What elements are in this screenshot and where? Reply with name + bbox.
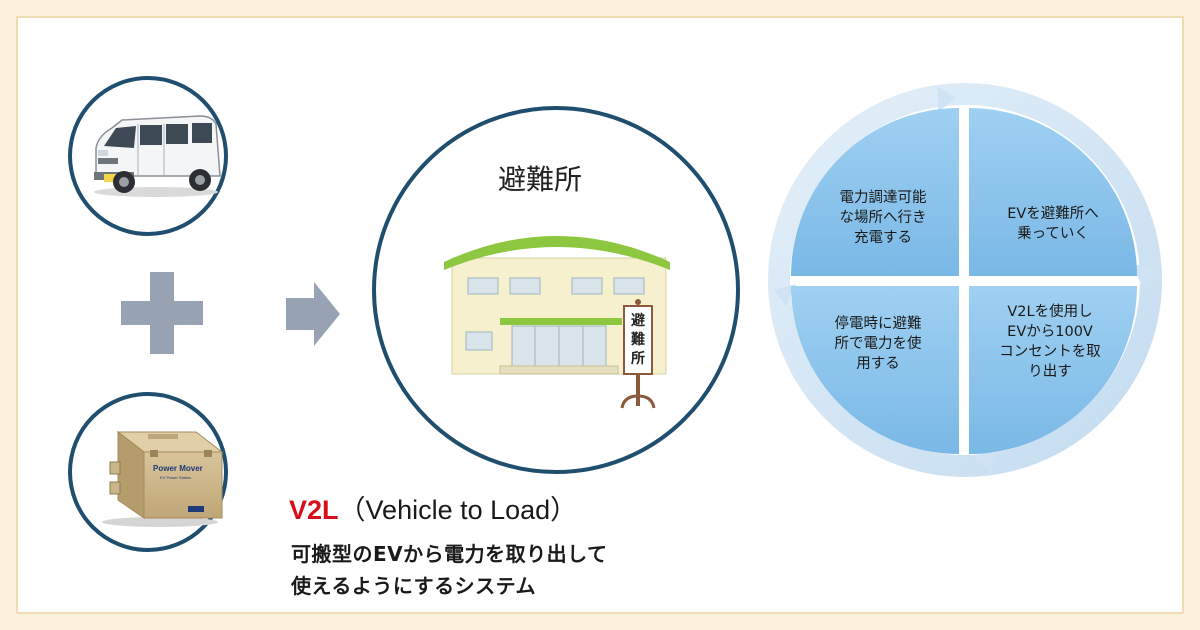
arrow-right-icon xyxy=(286,282,340,346)
cycle-diagram xyxy=(768,83,1162,477)
signpost-text: 避難所 xyxy=(631,313,645,367)
van-circle xyxy=(68,76,228,236)
plus-icon xyxy=(121,272,203,354)
cycle-text-bottom-left: 停電時に避難 所で電力を使 用する xyxy=(834,316,922,372)
power-mover-label: Power Mover xyxy=(153,464,203,473)
cycle-arrow-icon xyxy=(774,86,1158,474)
cycle-text-top-left: 電力調達可能 な場所へ行き 充電する xyxy=(839,190,927,246)
power-station-circle: Power Mover EV Power Station xyxy=(68,392,228,552)
quadrant-bottom-right xyxy=(969,286,1137,454)
inner-border xyxy=(16,16,1184,614)
v2l-description-line2: 使えるようにするシステム xyxy=(291,574,536,598)
power-mover-sublabel: EV Power Station xyxy=(160,475,191,480)
quadrant-top-right xyxy=(969,108,1137,276)
shelter-circle xyxy=(372,106,740,474)
v2l-title-rest: （Vehicle to Load） xyxy=(338,495,578,525)
signpost-icon xyxy=(620,299,656,409)
v2l-title-red: V2L xyxy=(289,495,339,525)
cycle-text-bottom-right: V2Lを使用し EVから100V コンセントを取 り出す xyxy=(999,304,1101,380)
v2l-description-line1: 可搬型のEVから電力を取り出して xyxy=(291,542,608,566)
quadrant-top-left xyxy=(791,108,959,276)
van-icon xyxy=(94,115,221,197)
shelter-title: 避難所 xyxy=(497,163,582,196)
power-station-icon: Power Mover EV Power Station xyxy=(102,430,224,527)
cycle-text-top-right: EVを避難所へ 乗っていく xyxy=(1007,206,1099,242)
v2l-title: V2L（Vehicle to Load） xyxy=(289,488,577,527)
quadrant-bottom-left xyxy=(791,286,959,454)
